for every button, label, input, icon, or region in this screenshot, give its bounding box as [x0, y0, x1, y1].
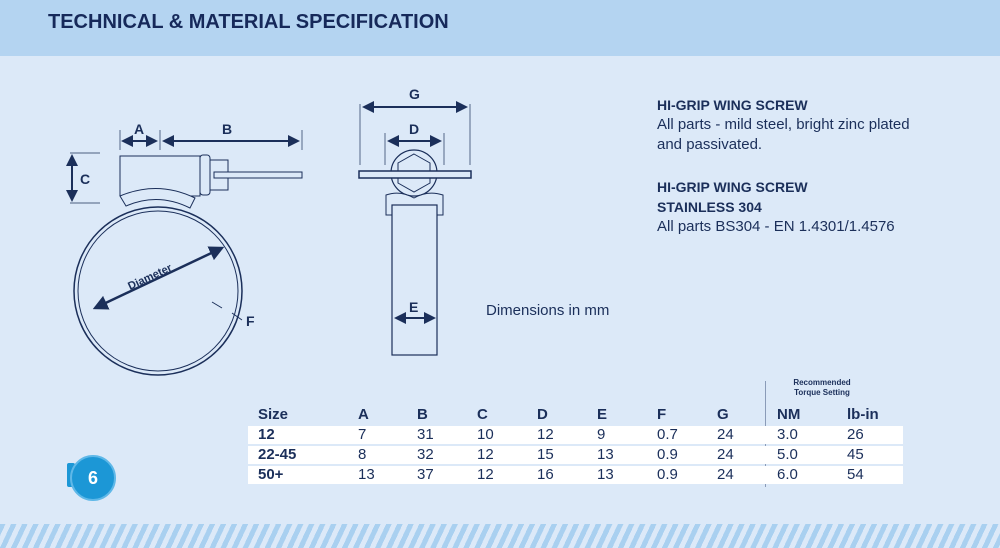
table-header-row: Size A B C D E F G NM lb-in: [248, 404, 903, 426]
cell: 12: [477, 446, 494, 463]
cell: 13: [358, 466, 375, 483]
header-b: B: [417, 406, 428, 423]
spec-table: Size A B C D E F G NM lb-in 12 7 31 10 1…: [248, 404, 903, 484]
dim-label-f: F: [246, 313, 255, 329]
cell: 13: [597, 466, 614, 483]
cell: 10: [477, 426, 494, 443]
cell: 12: [258, 426, 275, 443]
cell: 7: [358, 426, 367, 443]
table-row: 50+ 13 37 12 16 13 0.9 24 6.0 54: [248, 466, 903, 484]
cell: 0.7: [657, 426, 678, 443]
spec-title: HI-GRIP WING SCREW: [657, 97, 808, 113]
spec-stainless: HI-GRIP WING SCREW STAINLESS 304 All par…: [657, 177, 937, 237]
cell: 6.0: [777, 466, 798, 483]
cell: 54: [847, 466, 864, 483]
cell: 24: [717, 466, 734, 483]
dimensions-note: Dimensions in mm: [486, 302, 610, 319]
dim-label-d: D: [409, 121, 419, 137]
header-d: D: [537, 406, 548, 423]
header-a: A: [358, 406, 369, 423]
dim-label-a: A: [134, 121, 144, 137]
cell: 31: [417, 426, 434, 443]
header-f: F: [657, 406, 667, 423]
spec-body: All parts BS304 - EN 1.4301/1.4576: [657, 218, 895, 235]
cell: 24: [717, 446, 734, 463]
spec-mild-steel: HI-GRIP WING SCREW All parts - mild stee…: [657, 95, 937, 155]
diameter-label: Diameter: [126, 262, 174, 293]
header-size: Size: [258, 406, 289, 423]
cell: 12: [477, 466, 494, 483]
cell: 8: [358, 446, 367, 463]
footer-stripes: [0, 524, 1000, 548]
table-row: 12 7 31 10 12 9 0.7 24 3.0 26: [248, 426, 903, 444]
cell: 13: [597, 446, 614, 463]
cell: 24: [717, 426, 734, 443]
cell: 26: [847, 426, 864, 443]
spec-title: HI-GRIP WING SCREW STAINLESS 304: [657, 179, 808, 215]
cell: 0.9: [657, 446, 678, 463]
header-g: G: [717, 406, 729, 423]
cell: 37: [417, 466, 434, 483]
header-e: E: [597, 406, 608, 423]
header-nm: NM: [777, 406, 801, 423]
cell: 9: [597, 426, 606, 443]
header-bar: TECHNICAL & MATERIAL SPECIFICATION: [0, 0, 1000, 56]
cell: 15: [537, 446, 554, 463]
dim-label-g: G: [409, 86, 420, 102]
cell: 45: [847, 446, 864, 463]
torque-heading: Recommended Torque Setting: [793, 378, 851, 397]
spec-body: All parts - mild steel, bright zinc plat…: [657, 116, 910, 153]
cell: 16: [537, 466, 554, 483]
dim-label-e: E: [409, 299, 418, 315]
table-row: 22-45 8 32 12 15 13 0.9 24 5.0 45: [248, 446, 903, 464]
cell: 5.0: [777, 446, 798, 463]
cell: 0.9: [657, 466, 678, 483]
cell: 32: [417, 446, 434, 463]
cell: 3.0: [777, 426, 798, 443]
cell: 50+: [258, 466, 284, 483]
clamp-side-view: [66, 130, 303, 376]
page-title: TECHNICAL & MATERIAL SPECIFICATION: [48, 11, 449, 33]
clamp-front-view: [358, 101, 472, 356]
dim-label-c: C: [80, 171, 90, 187]
header-c: C: [477, 406, 488, 423]
cell: 12: [537, 426, 554, 443]
dim-label-b: B: [222, 121, 232, 137]
page-number-badge: 6: [70, 455, 116, 501]
header-lbin: lb-in: [847, 406, 879, 423]
cell: 22-45: [258, 446, 297, 463]
